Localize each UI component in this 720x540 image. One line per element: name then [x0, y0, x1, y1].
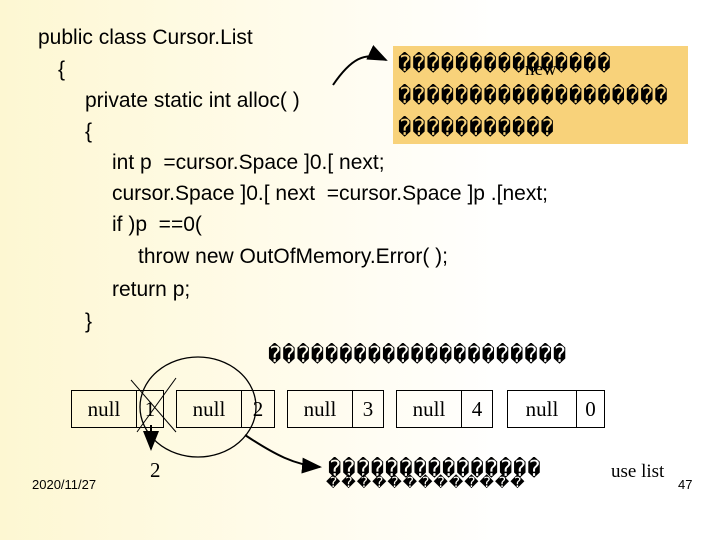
code-line-int-p: int p =cursor.Space ]0.[ next;	[112, 151, 385, 174]
note-row-3: �����������	[398, 116, 555, 141]
code-method-close-brace: }	[85, 310, 93, 333]
cell-2-value: null	[287, 390, 353, 428]
cell-3-index: 4	[461, 390, 493, 428]
array-caption: ���������������������	[268, 343, 568, 368]
footer-date: 2020/11/27	[32, 477, 97, 492]
cross-line-1	[130, 379, 177, 433]
cell-0-value: null	[71, 390, 137, 428]
code-class-header: public class Cursor.List	[38, 26, 253, 49]
note-box	[393, 46, 688, 144]
arrow-to-use-list	[244, 434, 322, 474]
use-list-caption: ���������������	[328, 457, 542, 482]
note-row-2: �������������������	[398, 84, 669, 109]
code-open-brace: {	[58, 58, 66, 81]
note-row-1: ���������������	[398, 52, 612, 77]
cell-2-index: 3	[352, 390, 384, 428]
cell-4-index: 0	[576, 390, 605, 428]
footer-center: ���������������	[326, 474, 526, 490]
cross-line-2	[136, 377, 177, 433]
code-line-assign: cursor.Space ]0.[ next =cursor.Space ]p …	[112, 182, 548, 205]
footer-page-number: 47	[678, 477, 693, 492]
code-method-open-brace: {	[85, 120, 93, 143]
arrow-to-note	[332, 45, 388, 86]
use-list-word: use list	[611, 461, 665, 482]
cell-3-value: null	[396, 390, 462, 428]
cell-1-index: 2	[241, 390, 275, 428]
pointer-label: 2	[150, 458, 161, 482]
code-line-if: if )p ==0(	[112, 213, 202, 236]
code-method-signature: private static int alloc( )	[85, 89, 300, 112]
note-new-word: new	[525, 59, 557, 80]
code-line-throw: throw new OutOfMemory.Error( );	[138, 245, 448, 268]
code-line-return: return p;	[112, 278, 191, 301]
ellipse-highlight	[139, 356, 257, 458]
